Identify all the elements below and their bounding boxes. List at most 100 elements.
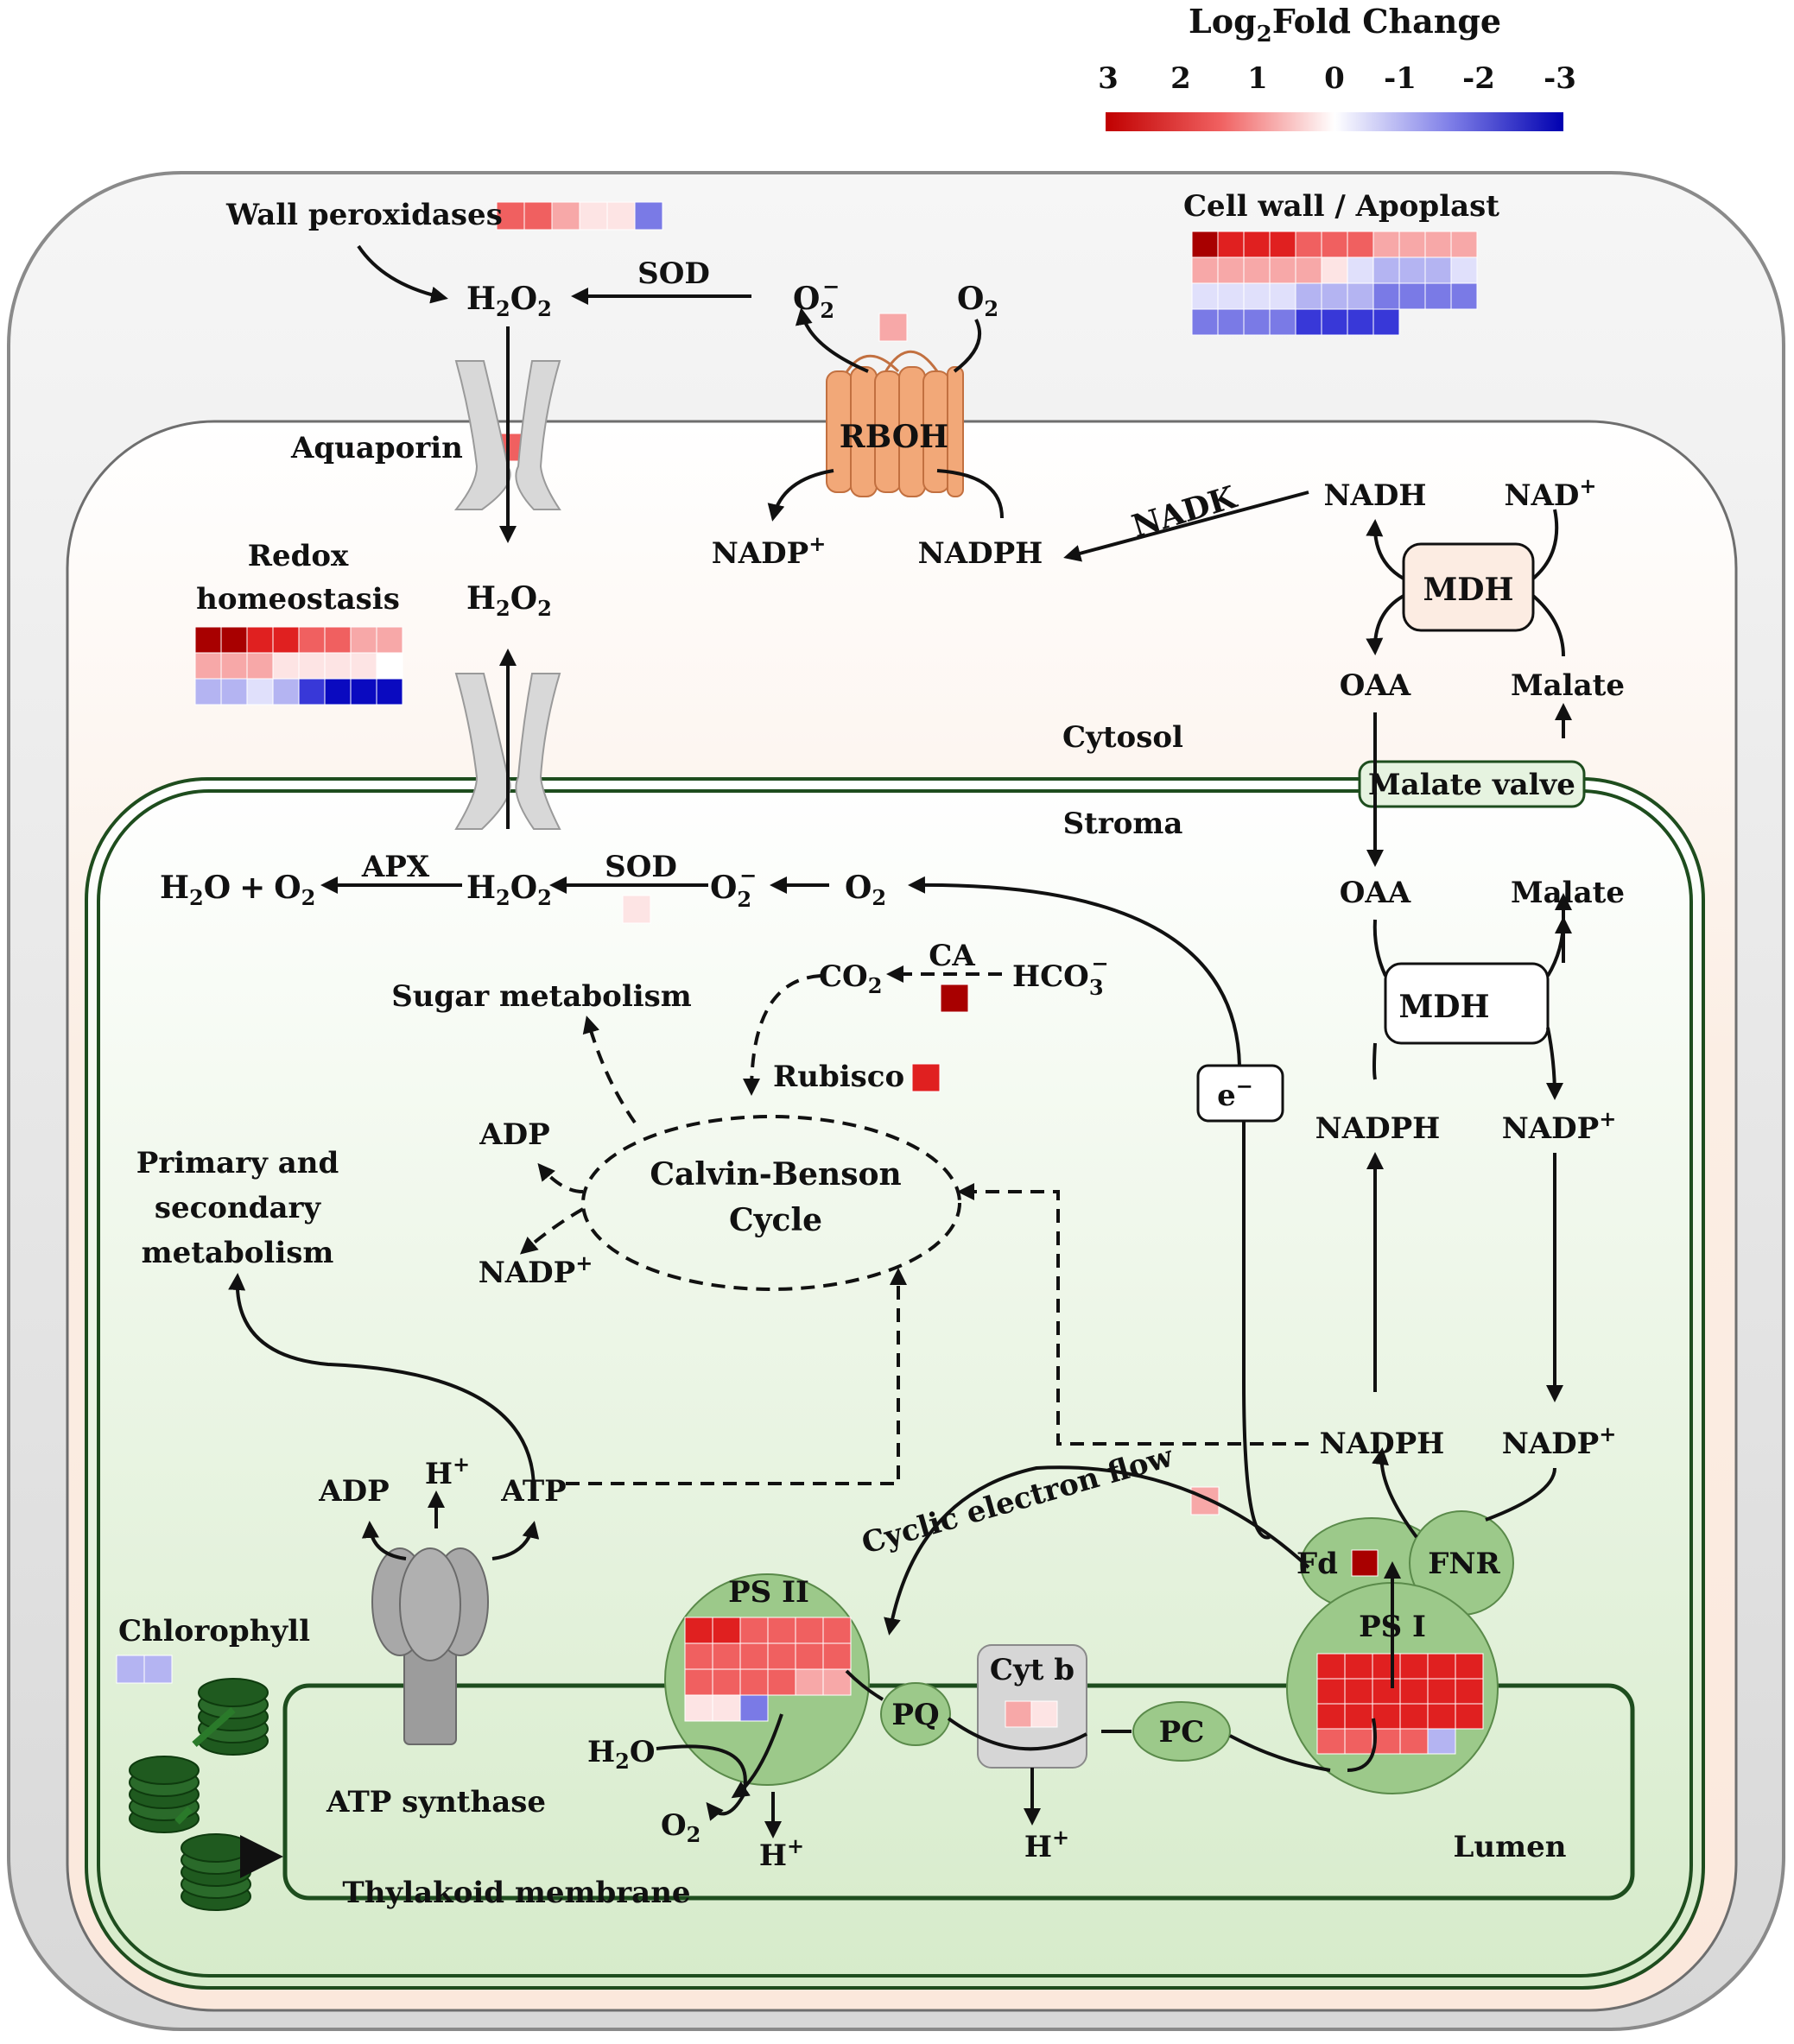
oaa-cytosol-label: OAA bbox=[1340, 668, 1411, 703]
heatmap-cell bbox=[298, 678, 326, 706]
heatmap-cell bbox=[272, 678, 300, 706]
heatmap-chlorophyll bbox=[116, 1655, 173, 1684]
heatmap-rboh bbox=[878, 313, 908, 342]
heatmap-cell bbox=[1372, 308, 1400, 336]
mdh-stroma-label: MDH bbox=[1398, 989, 1489, 1025]
malate-valve-box bbox=[1358, 760, 1586, 808]
heatmap-cell bbox=[712, 1642, 741, 1670]
o2-psii-label: O2 bbox=[661, 1808, 700, 1847]
heatmap-cell bbox=[1427, 1728, 1456, 1755]
heatmap-cell bbox=[767, 1668, 796, 1696]
heatmap-cell bbox=[1191, 256, 1219, 284]
heatmap-cell bbox=[795, 1642, 824, 1670]
heatmap-cell bbox=[324, 652, 352, 680]
superoxide-stroma-label: O2− bbox=[710, 863, 757, 912]
superoxide-apoplast-label: O2− bbox=[793, 274, 840, 323]
heatmap-cell bbox=[1427, 1703, 1456, 1730]
heatmap-cell bbox=[1321, 231, 1348, 258]
heatmap-cell bbox=[1450, 256, 1478, 284]
heatmap-cell bbox=[1217, 282, 1245, 310]
sod-cytosol-label: SOD bbox=[637, 256, 710, 291]
heatmap-cell bbox=[795, 1668, 824, 1696]
heatmap-cell bbox=[1344, 1703, 1373, 1730]
heatmap-cell bbox=[1347, 282, 1374, 310]
h-plus-cytb-label: H+ bbox=[1024, 1825, 1069, 1864]
h2o-o2-label: H2O+O2 bbox=[160, 870, 315, 910]
nadp-cytosol-label: NADP+ bbox=[712, 531, 827, 571]
sod-stroma-label: SOD bbox=[605, 850, 677, 884]
heatmap-cell bbox=[822, 1617, 852, 1644]
heatmap-cell bbox=[1321, 256, 1348, 284]
heatmap-cell bbox=[940, 984, 969, 1013]
rboh-label: RBOH bbox=[840, 419, 948, 455]
fd-label: Fd bbox=[1296, 1547, 1338, 1581]
heatmap-rubisco bbox=[911, 1063, 941, 1092]
o2-apoplast-label: O2 bbox=[957, 281, 998, 321]
heatmap-cell bbox=[1217, 256, 1245, 284]
heatmap-cell bbox=[1450, 282, 1478, 310]
wall-peroxidases-label: Wall peroxidases bbox=[225, 198, 503, 232]
malate-stroma-label: Malate bbox=[1511, 876, 1625, 910]
heatmap-cell bbox=[1269, 282, 1296, 310]
primary-metabolism-line1: Primary and bbox=[136, 1146, 339, 1180]
heatmap-cell bbox=[1427, 1678, 1456, 1705]
heatmap-cell bbox=[1269, 231, 1296, 258]
stroma-label: Stroma bbox=[1063, 807, 1183, 841]
heatmap-cell bbox=[1269, 308, 1296, 336]
heatmap-cell bbox=[1295, 256, 1322, 284]
heatmap-cell bbox=[1243, 282, 1271, 310]
mdh-cytosol-label: MDH bbox=[1423, 572, 1513, 608]
heatmap-cell bbox=[1316, 1653, 1346, 1680]
adp-atp-synthase-label: ADP bbox=[318, 1474, 389, 1509]
heatmap-cell bbox=[246, 652, 274, 680]
lumen-label: Lumen bbox=[1454, 1830, 1567, 1864]
heatmap-cell bbox=[1217, 231, 1245, 258]
heatmap-fd bbox=[1351, 1549, 1379, 1577]
heatmap-psii bbox=[684, 1617, 852, 1722]
psii-label: PS II bbox=[728, 1575, 809, 1610]
heatmap-cell bbox=[376, 652, 403, 680]
heatmap-cell bbox=[1372, 1728, 1401, 1755]
heatmap-cell bbox=[1243, 308, 1271, 336]
legend-tick-6: -3 bbox=[1544, 61, 1576, 96]
heatmap-cell bbox=[1372, 256, 1400, 284]
heatmap-cell bbox=[1316, 1703, 1346, 1730]
heatmap-cell bbox=[767, 1617, 796, 1644]
cell-wall-label: Cell wall / Apoplast bbox=[1183, 189, 1499, 224]
heatmap-cell bbox=[298, 626, 326, 654]
chloroplast-inner-membrane bbox=[97, 789, 1693, 1978]
heatmap-cell bbox=[1455, 1678, 1484, 1705]
heatmap-cell bbox=[1398, 282, 1426, 310]
thylakoid-disc bbox=[129, 1756, 200, 1785]
h-plus-atp-synthase-label: H+ bbox=[425, 1452, 470, 1491]
heatmap-cell bbox=[1351, 1549, 1379, 1577]
heatmap-cell bbox=[1424, 256, 1452, 284]
heatmap-cell bbox=[496, 201, 525, 231]
heatmap-cell bbox=[1269, 256, 1296, 284]
heatmap-cell bbox=[1399, 1703, 1429, 1730]
heatmap-cell bbox=[739, 1694, 769, 1722]
heatmap-cell bbox=[194, 652, 222, 680]
electron-label: e− bbox=[1217, 1073, 1253, 1113]
heatmap-cell bbox=[272, 626, 300, 654]
heatmap-cell bbox=[739, 1642, 769, 1670]
thylakoid-disc bbox=[198, 1678, 269, 1707]
mdh-cytosol-box bbox=[1402, 542, 1535, 632]
legend-tick-4: -1 bbox=[1384, 61, 1417, 96]
primary-metabolism-line3: metabolism bbox=[142, 1236, 334, 1270]
heatmap-cell bbox=[1372, 231, 1400, 258]
calvin-label-line2: Cycle bbox=[729, 1202, 822, 1238]
heatmap-cell bbox=[1321, 308, 1348, 336]
heatmap-cell bbox=[1295, 231, 1322, 258]
thylakoid-disc bbox=[181, 1833, 251, 1863]
heatmap-cell bbox=[739, 1668, 769, 1696]
heatmap-cell bbox=[1344, 1678, 1373, 1705]
heatmap-cell bbox=[739, 1617, 769, 1644]
heatmap-cell bbox=[684, 1694, 713, 1722]
pc-complex bbox=[1132, 1701, 1231, 1762]
heatmap-cell bbox=[350, 678, 377, 706]
heatmap-cell bbox=[350, 652, 377, 680]
heatmap-cell bbox=[220, 652, 248, 680]
